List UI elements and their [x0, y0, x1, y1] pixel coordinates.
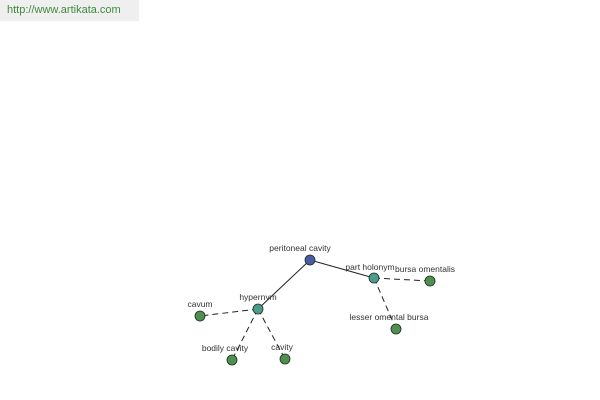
- node-lesser-omental-bursa[interactable]: [390, 323, 402, 335]
- label-bodily-cavity: bodily cavity: [202, 343, 249, 353]
- label-cavity: cavity: [271, 342, 293, 352]
- node-bursa-omentalis[interactable]: [424, 275, 436, 287]
- edge-hypernym-cavum: [199, 308, 259, 317]
- label-peritoneal-cavity: peritoneal cavity: [269, 243, 331, 253]
- node-part-holonym[interactable]: [368, 272, 380, 284]
- node-cavity[interactable]: [279, 353, 291, 365]
- node-hypernym[interactable]: [252, 303, 264, 315]
- label-lesser-omental-bursa: lesser omental bursa: [350, 312, 429, 322]
- label-cavum: cavum: [187, 299, 212, 309]
- label-hypernym: hypernym: [239, 292, 276, 302]
- edge-root-part-holonym: [309, 259, 375, 279]
- node-peritoneal-cavity[interactable]: [304, 254, 316, 266]
- label-part-holonym: part holonym: [345, 262, 394, 272]
- source-url[interactable]: http://www.artikata.com: [0, 0, 139, 21]
- edge-root-hypernym: [257, 259, 311, 310]
- node-cavum[interactable]: [194, 310, 206, 322]
- edge-holonym-bursa-omentalis: [373, 277, 431, 282]
- label-bursa-omentalis: bursa omentalis: [395, 264, 455, 274]
- node-bodily-cavity[interactable]: [226, 354, 238, 366]
